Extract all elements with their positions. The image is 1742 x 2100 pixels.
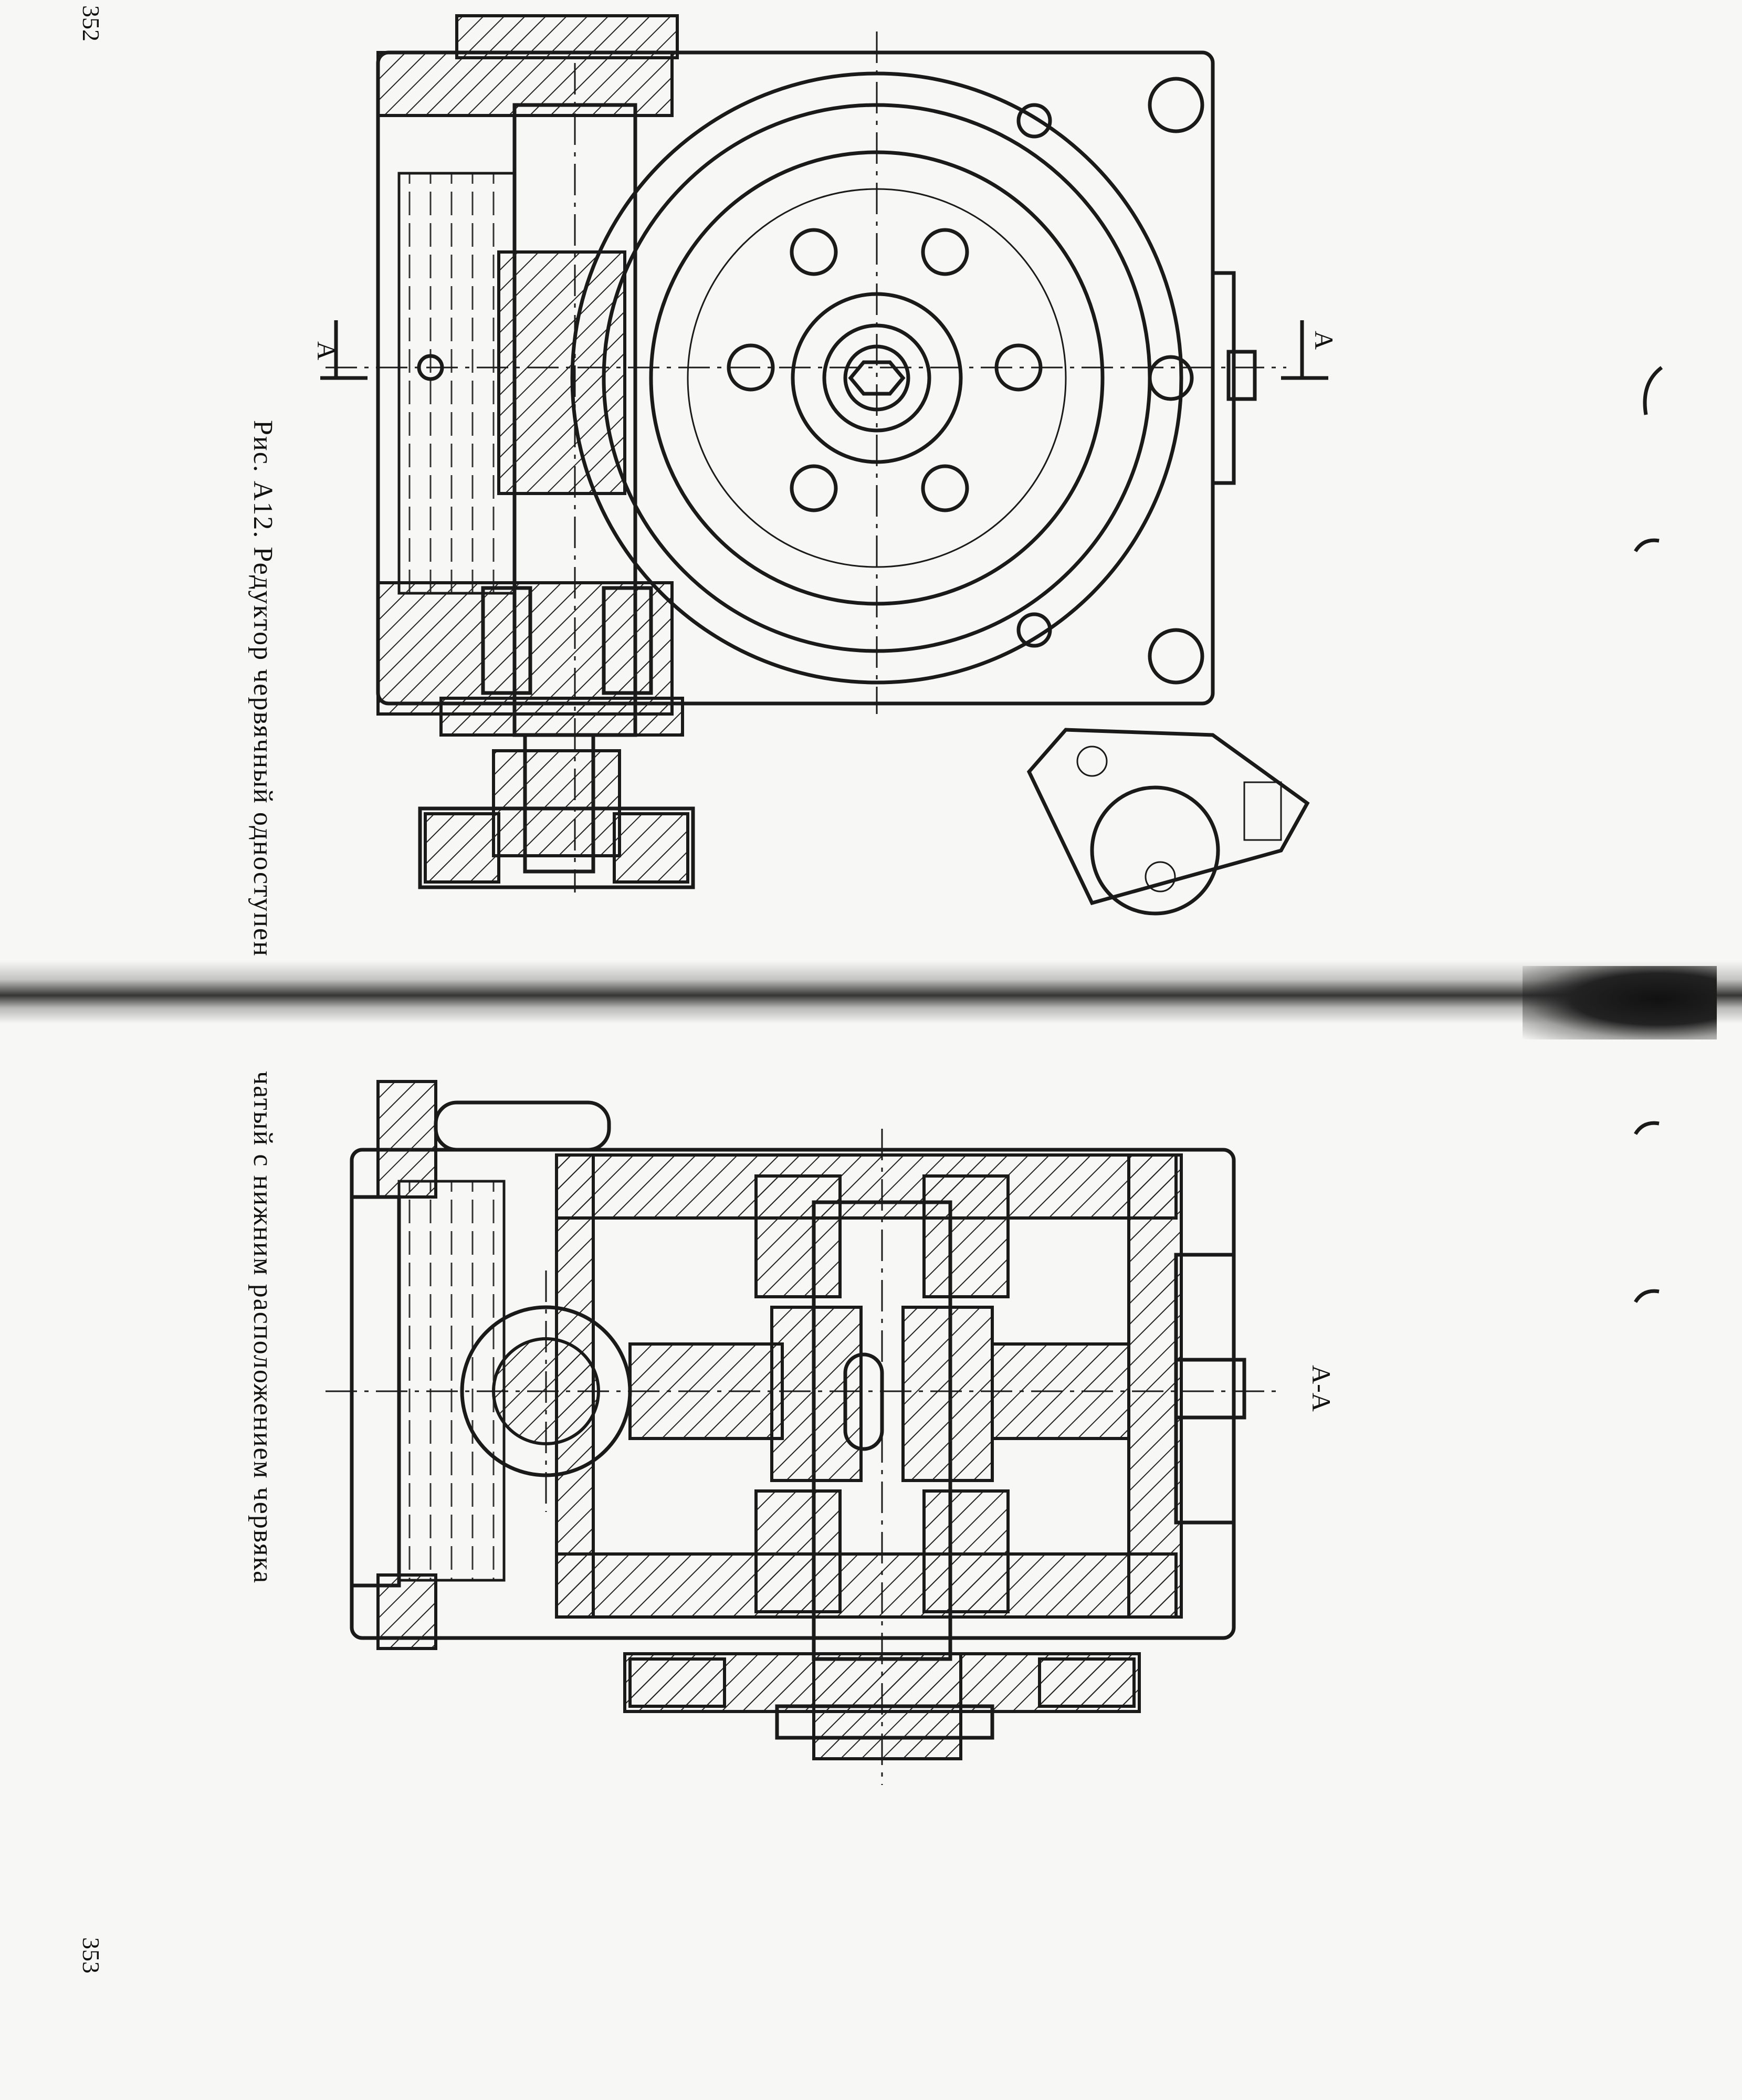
- book-spine-shadow: [0, 961, 1742, 1024]
- section-view-title: A-A: [1307, 1365, 1336, 1412]
- section-aa-drawing: [326, 1080, 1281, 1785]
- figure-caption-part1: Рис. А12. Редуктор червячный одноступен: [248, 420, 278, 957]
- section-mark-left: A: [312, 341, 341, 360]
- left-page-number: 352: [78, 5, 104, 41]
- section-mark-right: A: [1309, 331, 1339, 350]
- front-view-drawing: [320, 14, 1328, 916]
- scan-blot: [1523, 966, 1717, 1040]
- right-page-number: 353: [78, 1937, 104, 1973]
- figure-caption-part2: чатый с нижним расположением червяка: [248, 1071, 278, 1584]
